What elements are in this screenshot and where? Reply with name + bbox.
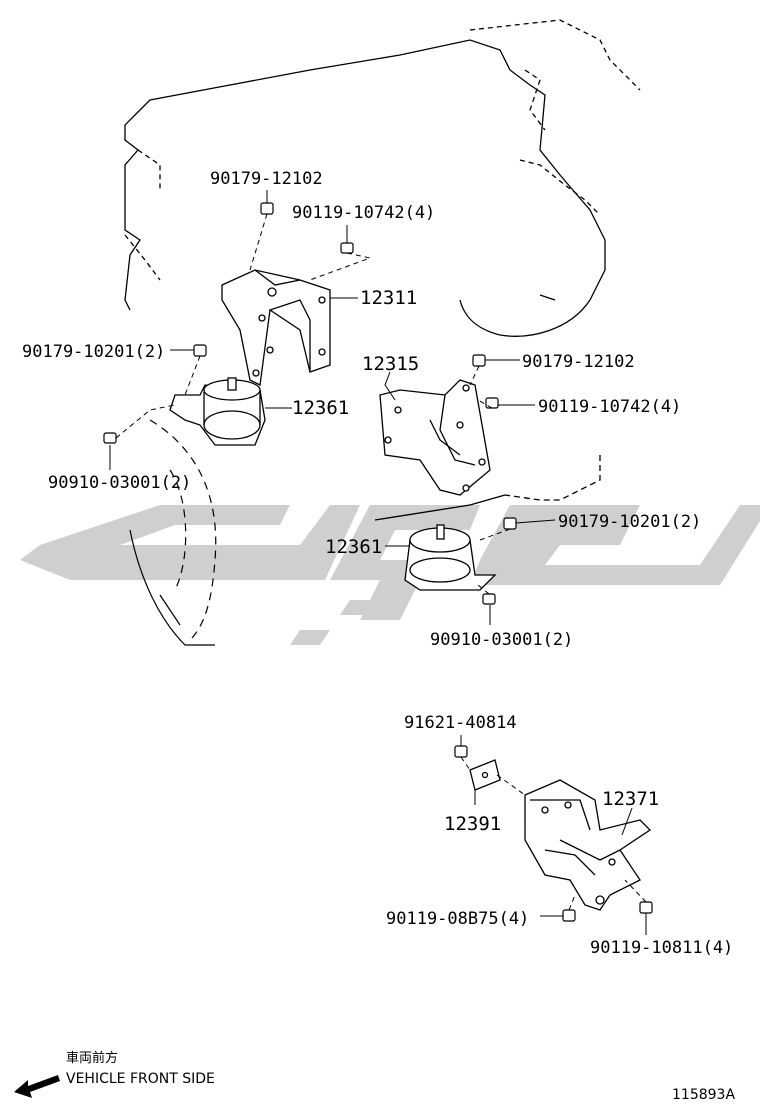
nut-icon	[472, 354, 486, 367]
part-labels: 90179-12102 90119-10742(4) 12311 90179-1…	[22, 169, 733, 958]
vehicle-front-label-jp: 車両前方	[66, 1050, 118, 1066]
part-label: 90119-10811(4)	[590, 938, 733, 958]
nut-icon	[260, 202, 274, 215]
bracket-12371	[524, 779, 652, 911]
part-label: 90179-10201(2)	[22, 342, 165, 362]
part-label: 90910-03001(2)	[48, 473, 191, 493]
bolt-icon	[454, 745, 468, 758]
front-arrow-icon	[14, 1075, 60, 1098]
part-label: 12361	[292, 397, 349, 419]
bracket-12391	[469, 759, 501, 791]
bracket-12315	[379, 379, 491, 496]
part-label: 12311	[360, 287, 417, 309]
bolt-icon	[340, 242, 354, 254]
part-label: 12371	[602, 788, 659, 810]
watermark	[20, 505, 760, 645]
part-label: 90179-12102	[522, 352, 635, 372]
bolt-icon	[485, 397, 499, 409]
bolt-icon	[482, 593, 496, 605]
illustration-id: 115893A	[672, 1087, 735, 1103]
part-label: 91621-40814	[404, 713, 517, 733]
mount-12361-right	[404, 524, 497, 591]
nut-icon	[503, 517, 517, 530]
vehicle-front-label: VEHICLE FRONT SIDE	[66, 1071, 215, 1087]
mount-12361-left	[169, 377, 266, 446]
assembly-lines	[115, 213, 647, 911]
engine-outline	[124, 19, 641, 521]
part-label: 90179-10201(2)	[558, 512, 701, 532]
nut-icon	[193, 344, 207, 357]
bolt-icon	[562, 909, 576, 922]
part-label: 90910-03001(2)	[430, 630, 573, 650]
leader-lines	[109, 190, 647, 935]
part-label: 90119-10742(4)	[538, 397, 681, 417]
part-label: 90119-10742(4)	[292, 203, 435, 223]
part-label: 90179-12102	[210, 169, 323, 189]
bolt-icon	[639, 901, 653, 914]
part-label: 90119-08B75(4)	[386, 909, 529, 929]
part-label: 12315	[362, 353, 419, 375]
bolt-icon	[103, 432, 117, 444]
part-label: 12361	[325, 536, 382, 558]
bellhousing-outline	[129, 419, 217, 646]
bracket-12311	[221, 269, 331, 386]
part-label: 12391	[444, 813, 501, 835]
